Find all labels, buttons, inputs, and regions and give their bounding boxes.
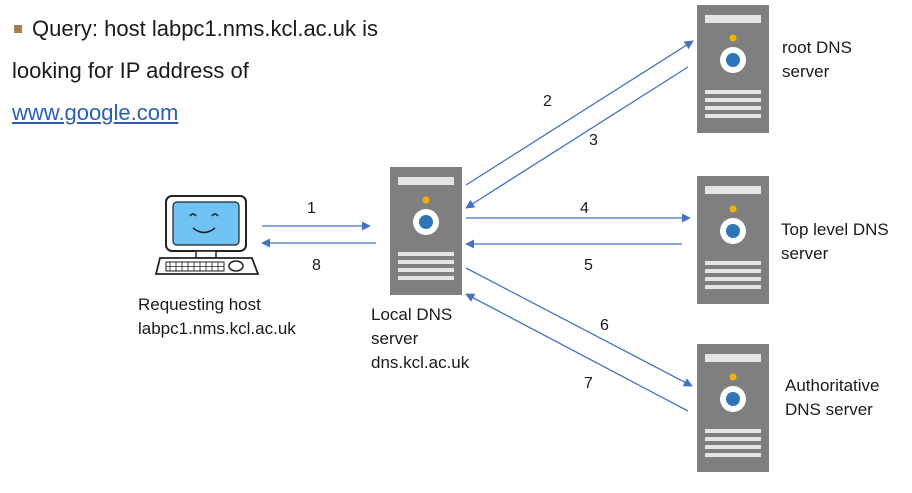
tld-dns-title: Top level DNS <box>781 220 889 239</box>
step-label-5: 5 <box>584 257 593 274</box>
requesting-host-title: Requesting host <box>138 295 261 314</box>
step-label-4: 4 <box>580 200 589 217</box>
local-dns-subtitle: server <box>371 329 419 348</box>
query-line-2: looking for IP address of <box>12 58 249 83</box>
authoritative-dns-server-icon <box>697 344 769 472</box>
step-label-8: 8 <box>312 257 321 274</box>
authoritative-dns-subtitle: DNS server <box>785 400 873 419</box>
root-dns-server-icon <box>697 5 769 133</box>
arrow-step-7 <box>465 293 689 412</box>
local-dns-hostname: dns.kcl.ac.uk <box>371 353 470 372</box>
tld-dns-subtitle: server <box>781 244 829 263</box>
authoritative-dns-label: Authoritative DNS server <box>785 374 880 422</box>
step-label-3: 3 <box>589 132 598 149</box>
query-description: Query: host labpc1.nms.kcl.ac.uk is look… <box>12 8 442 134</box>
step-label-1: 1 <box>307 200 316 217</box>
step-label-6: 6 <box>600 317 609 334</box>
tld-dns-server-icon <box>697 176 769 304</box>
tld-dns-label: Top level DNS server <box>781 218 889 266</box>
requesting-host-label: Requesting host labpc1.nms.kcl.ac.uk <box>138 293 296 341</box>
root-dns-subtitle: server <box>782 62 830 81</box>
arrow-step-6 <box>465 267 693 387</box>
root-dns-title: root DNS <box>782 38 852 57</box>
google-link[interactable]: www.google.com <box>12 100 179 125</box>
step-label-2: 2 <box>543 93 552 110</box>
arrow-step-2 <box>465 40 694 186</box>
requesting-host-name: labpc1.nms.kcl.ac.uk <box>138 319 296 338</box>
computer-icon <box>154 195 260 275</box>
root-dns-label: root DNS server <box>782 36 852 84</box>
query-line-1: Query: host labpc1.nms.kcl.ac.uk is <box>12 8 442 50</box>
local-dns-server-icon <box>390 167 462 295</box>
local-dns-label: Local DNS server dns.kcl.ac.uk <box>371 303 469 375</box>
arrow-step-3 <box>465 66 689 209</box>
local-dns-title: Local DNS <box>371 305 453 324</box>
step-label-7: 7 <box>584 375 593 392</box>
query-text-1: Query: host labpc1.nms.kcl.ac.uk is <box>32 16 379 41</box>
bullet-icon <box>14 24 22 33</box>
authoritative-dns-title: Authoritative <box>785 376 880 395</box>
